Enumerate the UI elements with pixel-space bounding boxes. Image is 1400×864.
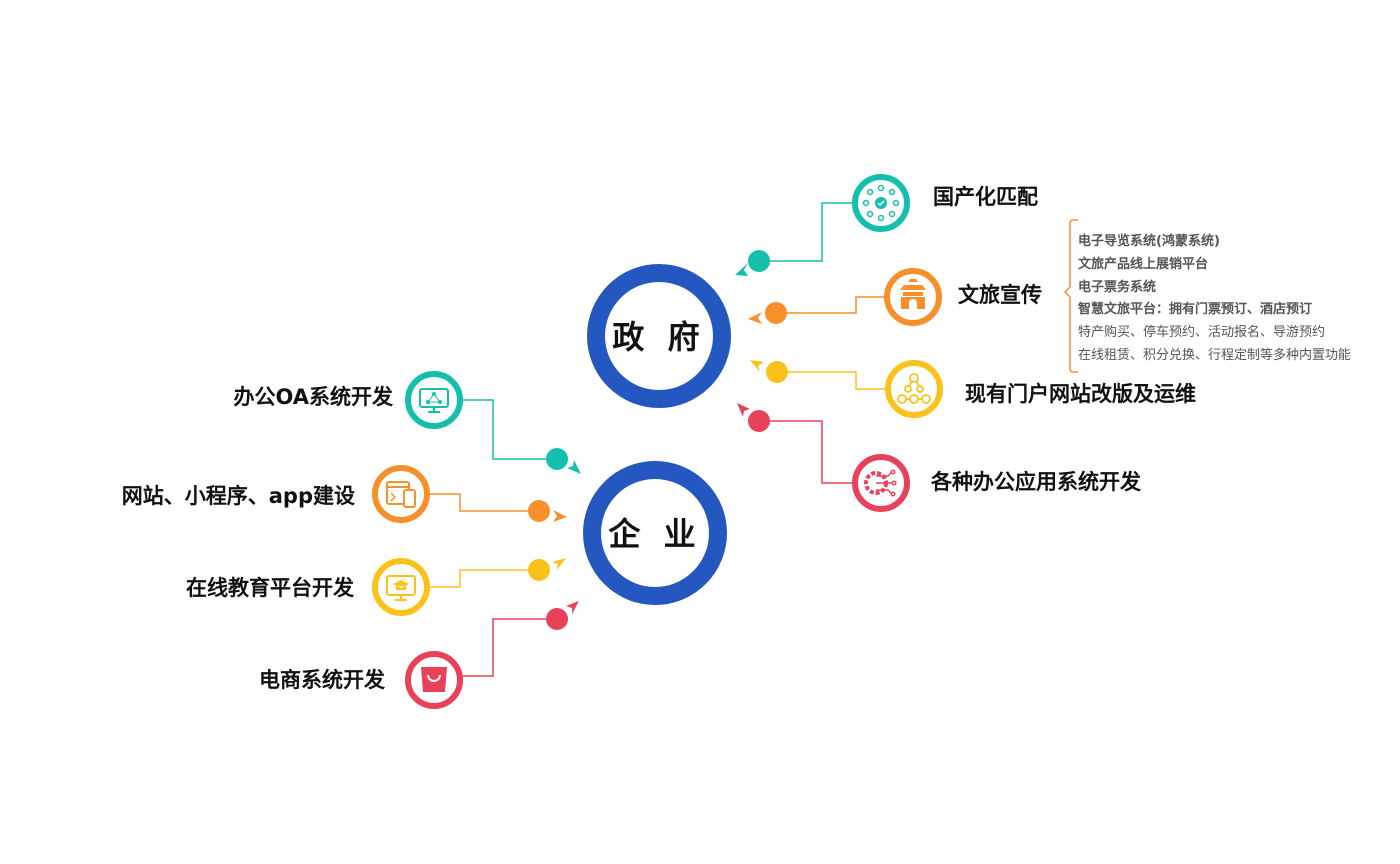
culture-tourism-details: 电子导览系统(鸿蒙系统) 文旅产品线上展销平台 电子票务系统 智慧文旅平台：拥有… bbox=[1078, 231, 1351, 368]
detail-line: 特产购买、停车预约、活动报名、导游预约 bbox=[1078, 325, 1326, 341]
connector-portal bbox=[750, 360, 887, 390]
gear-circuit-icon bbox=[852, 454, 910, 512]
shopping-bag-icon bbox=[405, 651, 463, 709]
monitor-graduation-icon bbox=[372, 558, 430, 616]
gov-item-office-apps: 各种办公应用系统开发 bbox=[931, 470, 1141, 494]
connector-domestic bbox=[735, 202, 855, 276]
detail-line: 电子导览系统(鸿蒙系统) bbox=[1078, 234, 1220, 249]
ent-item-education: 在线教育平台开发 bbox=[186, 576, 354, 600]
connector-culture bbox=[748, 296, 886, 324]
government-hub-label: 政 府 bbox=[612, 318, 705, 356]
enterprise-hub-label: 企 业 bbox=[608, 515, 701, 553]
ent-item-oa: 办公OA系统开发 bbox=[233, 385, 393, 409]
gate-tower-icon bbox=[884, 268, 942, 326]
enterprise-hub-ring bbox=[583, 461, 727, 605]
detail-line: 电子票务系统 bbox=[1078, 279, 1157, 295]
chip-check-icon bbox=[852, 174, 910, 232]
gov-item-portal: 现有门户网站改版及运维 bbox=[965, 382, 1196, 406]
gov-item-culture-tourism: 文旅宣传 bbox=[958, 283, 1042, 307]
network-nodes-icon bbox=[885, 360, 943, 418]
connector-oa bbox=[461, 399, 581, 474]
connector-ecommerce bbox=[461, 601, 579, 677]
connector-web bbox=[428, 493, 567, 522]
monitor-network-icon bbox=[405, 371, 463, 429]
detail-line: 智慧文旅平台：拥有门票预订、酒店预订 bbox=[1078, 302, 1313, 318]
gov-item-domestic: 国产化匹配 bbox=[933, 185, 1038, 209]
ent-item-web: 网站、小程序、app建设 bbox=[121, 484, 355, 508]
connector-education bbox=[428, 558, 566, 588]
government-hub-ring bbox=[587, 264, 731, 408]
details-bracket bbox=[1063, 219, 1078, 373]
web-mobile-icon bbox=[372, 465, 430, 523]
ent-item-ecommerce: 电商系统开发 bbox=[259, 668, 385, 692]
detail-line: 文旅产品线上展销平台 bbox=[1078, 256, 1209, 272]
connector-office-apps bbox=[737, 403, 855, 484]
detail-line: 在线租赁、积分兑换、行程定制等多种内置功能 bbox=[1078, 347, 1352, 363]
